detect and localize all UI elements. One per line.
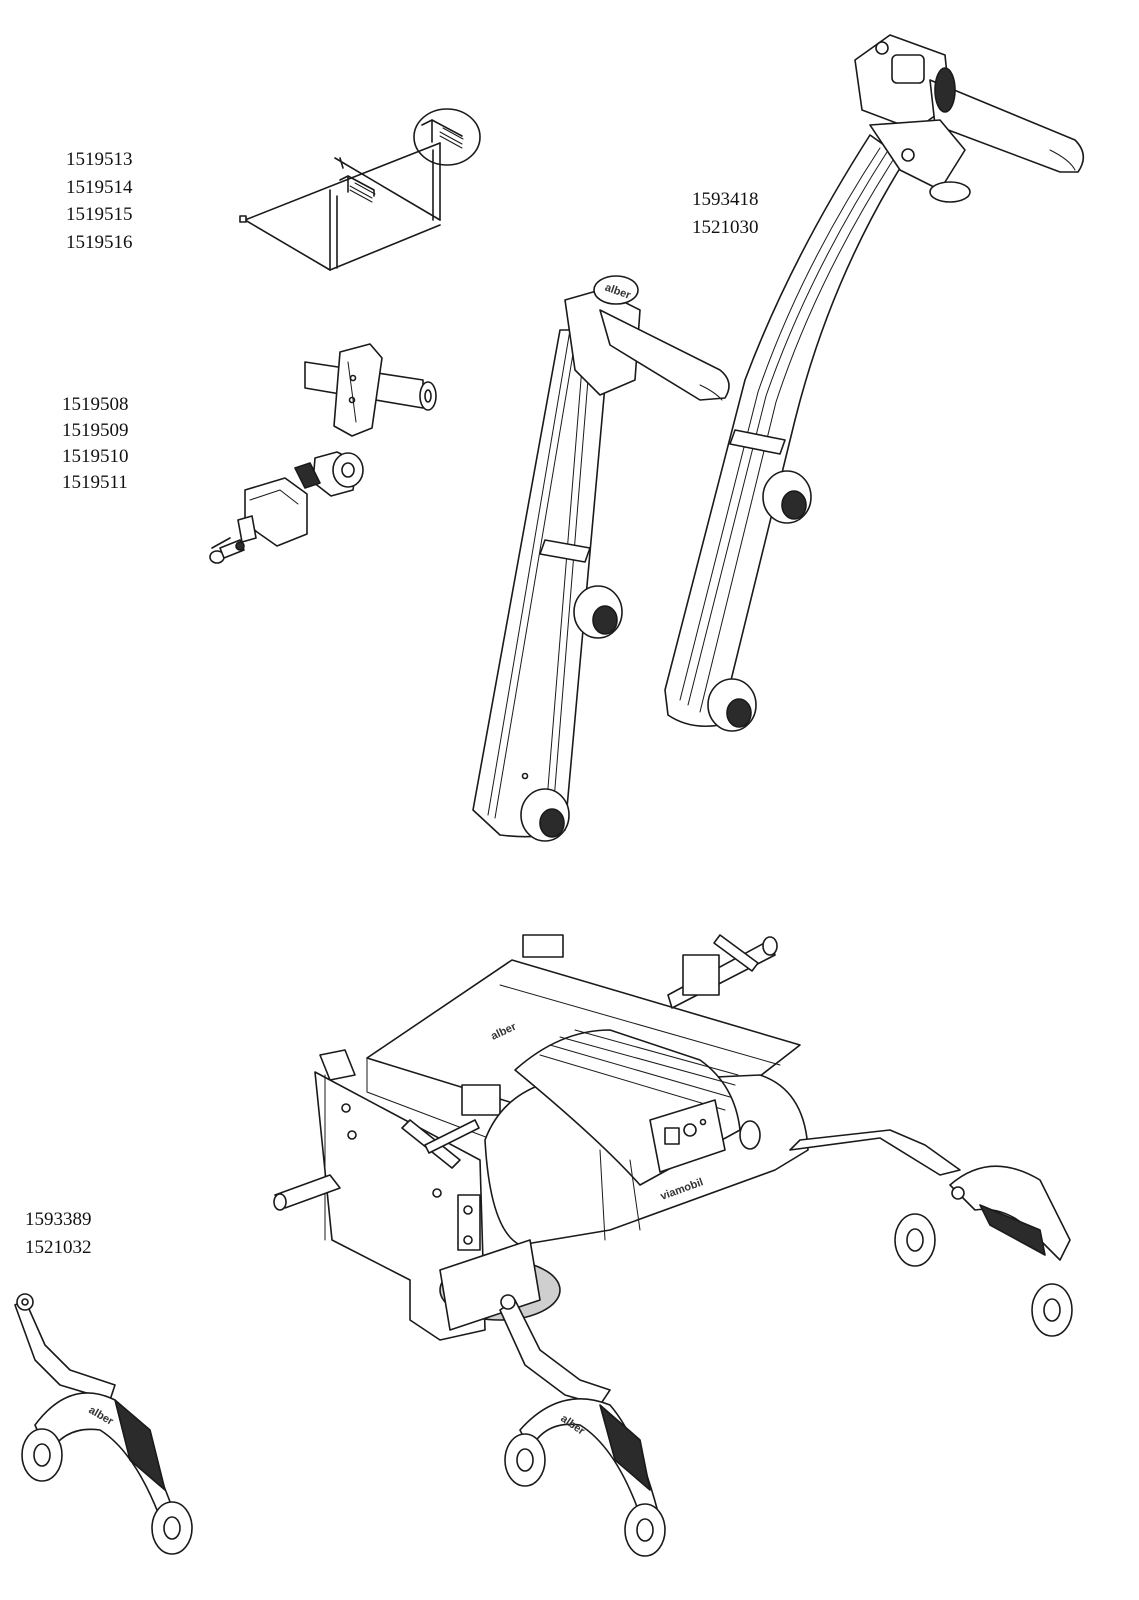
part-number: 1519513 [66, 149, 133, 170]
handle-short-illustration: alber [472, 275, 730, 842]
part-number: 1519516 [66, 231, 133, 253]
part-numbers-clamp: 1519508 1519509 1519510 1519511 [62, 392, 129, 496]
handle-long-illustration [664, 34, 1085, 732]
part-number: 1521032 [25, 1236, 92, 1258]
rod-set-illustration [239, 108, 481, 271]
part-number: 1519511 [62, 472, 128, 493]
part-numbers-wheels: 1593389 1521032 [25, 1206, 92, 1261]
part-numbers-rods: 1519513 1519514 1519515 1519516 [66, 146, 133, 256]
wheel-arm-illustration: alber [14, 1293, 193, 1555]
part-number: 1519510 [62, 446, 129, 467]
part-number: 1519514 [66, 176, 133, 198]
part-number: 1519509 [62, 420, 129, 441]
clamp-illustration [209, 343, 437, 564]
drive-unit-illustration: viamobil alber alber [273, 934, 1073, 1557]
part-number: 1593418 [692, 189, 759, 210]
part-numbers-handles: 1593418 1521030 [692, 186, 759, 241]
part-number: 1519515 [66, 204, 133, 225]
part-number: 1593389 [25, 1209, 92, 1230]
part-number: 1519508 [62, 394, 129, 415]
part-number: 1521030 [692, 216, 759, 238]
